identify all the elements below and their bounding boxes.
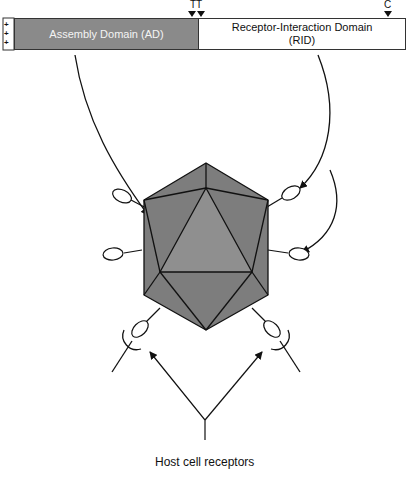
receptor-label: Host cell receptors [155, 455, 254, 469]
charge-marker: +++ [4, 21, 8, 47]
receptor-arrow [302, 170, 337, 252]
domain-label: Assembly Domain (AD) [49, 28, 163, 41]
tt-marker [188, 11, 196, 17]
assembly-domain: Assembly Domain (AD) [14, 18, 199, 50]
residue-marker: C [384, 0, 391, 10]
receptor-label: Host cell receptors [155, 455, 254, 469]
charged-segment [3, 18, 14, 50]
domain-label: Receptor-Interaction Domain (RID) [218, 21, 386, 47]
receptor-arrow [300, 55, 330, 188]
receptor-interaction-domain: Receptor-Interaction Domain (RID) [198, 18, 406, 50]
c-marker [384, 11, 392, 17]
residue-marker: C [384, 0, 391, 10]
receptor-pointer [205, 352, 262, 420]
host-receptor [112, 330, 300, 372]
tt-marker [197, 11, 205, 17]
charge-marker: +++ [4, 20, 9, 47]
icosahedral-capsid [144, 163, 268, 330]
residue-marker: TT [190, 0, 202, 10]
residue-marker: TT [190, 0, 202, 10]
receptor-pointer [150, 352, 205, 440]
assembly-arrow [75, 55, 148, 215]
